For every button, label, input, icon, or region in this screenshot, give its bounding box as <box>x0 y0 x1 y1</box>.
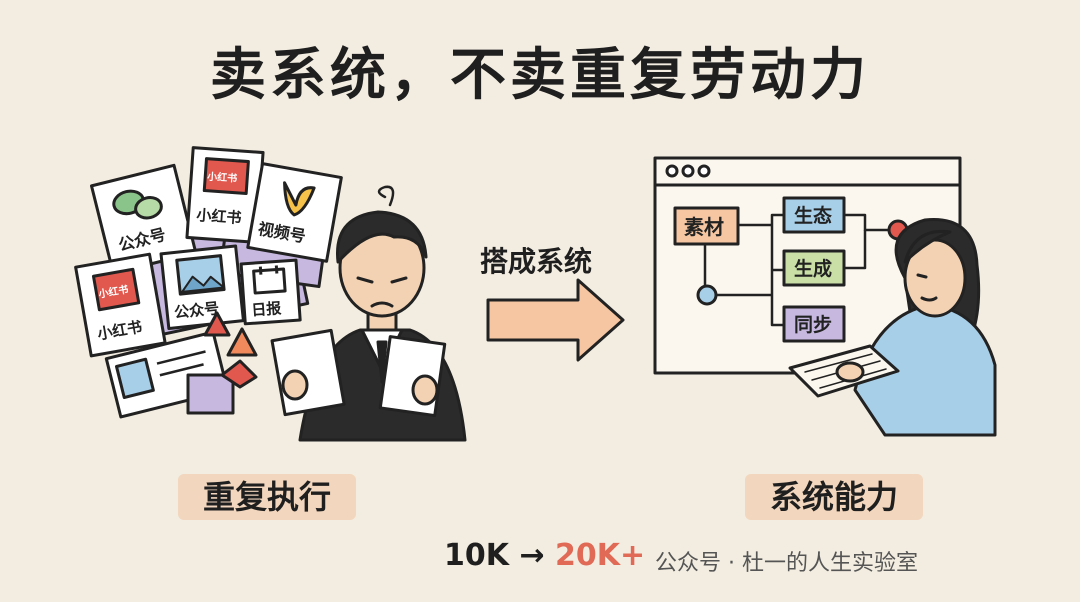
growth-to: 20K+ <box>555 538 646 573</box>
card-video: 视频号 <box>246 162 343 263</box>
node-sync: 同步 <box>794 314 832 336</box>
node-generate: 生成 <box>794 257 832 280</box>
card-lines <box>186 373 235 415</box>
caption-repeat-execution: 重复执行 <box>178 474 356 520</box>
page-title: 卖系统，不卖重复劳动力 <box>210 43 870 108</box>
card-xhs-2: 小红书 小红书 <box>74 252 167 358</box>
card-wechat: 公众号 <box>90 163 198 275</box>
woman-figure <box>788 218 997 437</box>
card-image: 公众号 <box>159 244 245 330</box>
caption-system-capability: 系统能力 <box>745 474 923 520</box>
growth-from: 10K <box>444 538 509 573</box>
growth-arrow: → <box>519 538 545 573</box>
card-image-label: 公众号 <box>173 299 220 322</box>
node-source: 素材 <box>684 215 724 239</box>
watermark: 公众号 · 杜一的人生实验室 <box>655 551 918 576</box>
card-xhs-badge: 小红书 <box>206 170 238 185</box>
big-arrow <box>486 278 625 362</box>
card-daily-label: 日报 <box>251 299 282 319</box>
businessman-figure <box>270 185 467 442</box>
arrow-label: 搭成系统 <box>480 245 593 278</box>
card-daily: 日报 <box>239 258 302 326</box>
warning-icons <box>203 311 258 389</box>
card-pile: 公众号 小红书 小红书 视频号 公众号 日报 <box>74 146 343 419</box>
card-xhs: 小红书 小红书 <box>185 146 265 244</box>
card-xhs-label: 小红书 <box>196 206 242 227</box>
node-ecology: 生态 <box>794 204 832 227</box>
growth-label: 10K → 20K+ <box>444 538 645 573</box>
